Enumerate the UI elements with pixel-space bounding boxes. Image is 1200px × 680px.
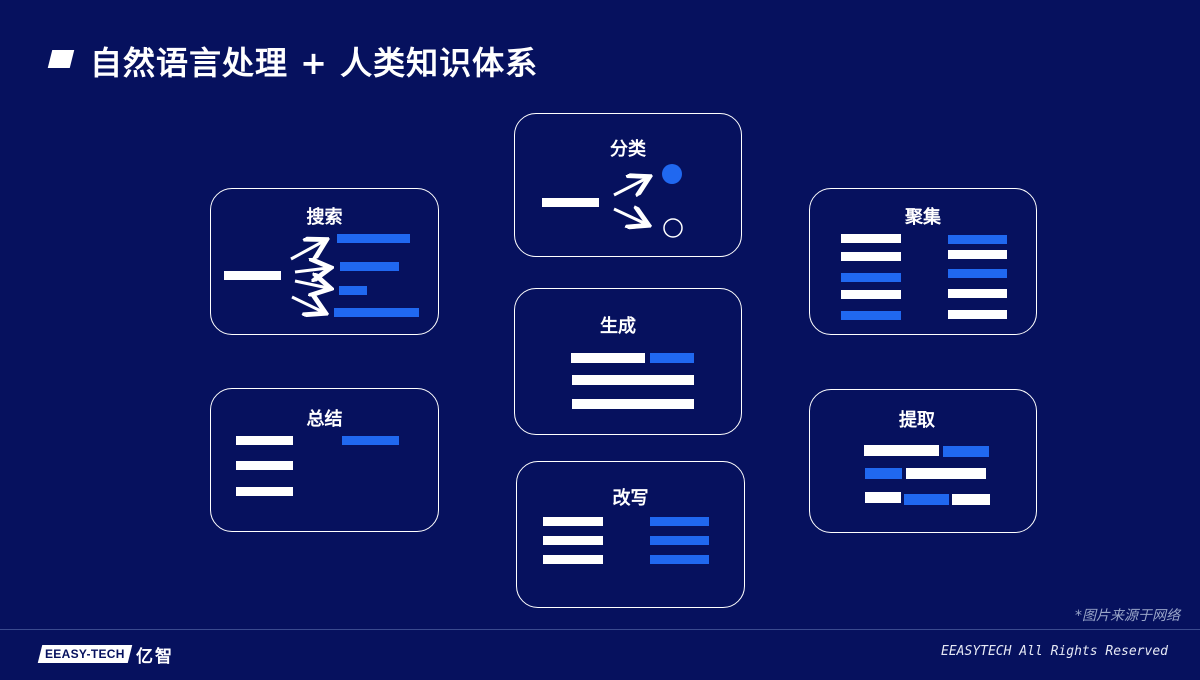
rewritten-bar xyxy=(650,517,709,526)
text-bar xyxy=(571,353,645,363)
rewritten-bar xyxy=(650,536,709,545)
card-classify: 分类 xyxy=(514,113,742,257)
cluster-bar xyxy=(948,310,1007,319)
card-classify-label: 分类 xyxy=(610,139,646,160)
brand-badge-text: EEASY-TECH xyxy=(45,647,125,661)
card-search: 搜索 xyxy=(210,188,439,335)
cluster-bar xyxy=(841,311,901,320)
summary-bar xyxy=(342,436,399,445)
generated-bar xyxy=(572,375,694,385)
card-extract-label: 提取 xyxy=(899,410,935,431)
text-bar xyxy=(906,468,986,479)
split-arrows-icon xyxy=(613,164,683,238)
text-bar xyxy=(864,445,939,456)
text-bar xyxy=(543,536,603,545)
text-bar xyxy=(865,492,901,503)
card-summarize-label: 总结 xyxy=(306,409,343,430)
fan-out-arrows-icon xyxy=(290,189,440,336)
query-bar xyxy=(224,271,281,280)
text-bar xyxy=(952,494,990,505)
card-rewrite: 改写 xyxy=(516,461,745,608)
rights-notice: EEASYTECH All Rights Reserved xyxy=(941,644,1168,659)
image-source-note: *图片来源于网络 xyxy=(1075,608,1180,624)
card-cluster-label: 聚集 xyxy=(905,207,941,228)
cluster-bar xyxy=(841,252,901,261)
result-bar xyxy=(340,262,399,271)
text-bar xyxy=(543,555,603,564)
rewritten-bar xyxy=(650,555,709,564)
footer-divider xyxy=(0,629,1200,630)
cluster-bar xyxy=(948,250,1007,259)
text-bar xyxy=(236,436,293,445)
input-bar xyxy=(542,198,599,207)
card-search-label: 搜索 xyxy=(306,207,343,228)
generated-bar xyxy=(572,399,694,409)
text-bar xyxy=(236,461,293,470)
result-bar xyxy=(334,308,419,317)
card-generate: 生成 xyxy=(514,288,742,435)
cluster-bar xyxy=(841,273,901,282)
result-bar xyxy=(339,286,367,295)
text-bar xyxy=(543,517,603,526)
extracted-bar xyxy=(943,446,989,457)
extracted-bar xyxy=(904,494,949,505)
title-mark-icon xyxy=(47,50,75,68)
cluster-bar xyxy=(841,290,901,299)
cluster-bar xyxy=(948,235,1007,244)
cluster-bar xyxy=(948,269,1007,278)
brand-logo: EEASY-TECH xyxy=(37,645,133,663)
class-empty-icon xyxy=(663,218,683,238)
brand-cn-name: 亿智 xyxy=(136,647,174,667)
cluster-bar xyxy=(841,234,901,243)
card-rewrite-label: 改写 xyxy=(612,488,649,509)
class-filled-icon xyxy=(662,164,682,184)
generated-bar xyxy=(650,353,694,363)
page-title: 自然语言处理 + 人类知识体系 xyxy=(90,44,539,82)
card-extract: 提取 xyxy=(809,389,1037,533)
extracted-bar xyxy=(865,468,902,479)
card-cluster: 聚集 xyxy=(809,188,1037,335)
card-summarize: 总结 xyxy=(210,388,439,532)
card-generate-label: 生成 xyxy=(600,316,636,337)
text-bar xyxy=(236,487,293,496)
result-bar xyxy=(337,234,410,243)
cluster-bar xyxy=(948,289,1007,298)
